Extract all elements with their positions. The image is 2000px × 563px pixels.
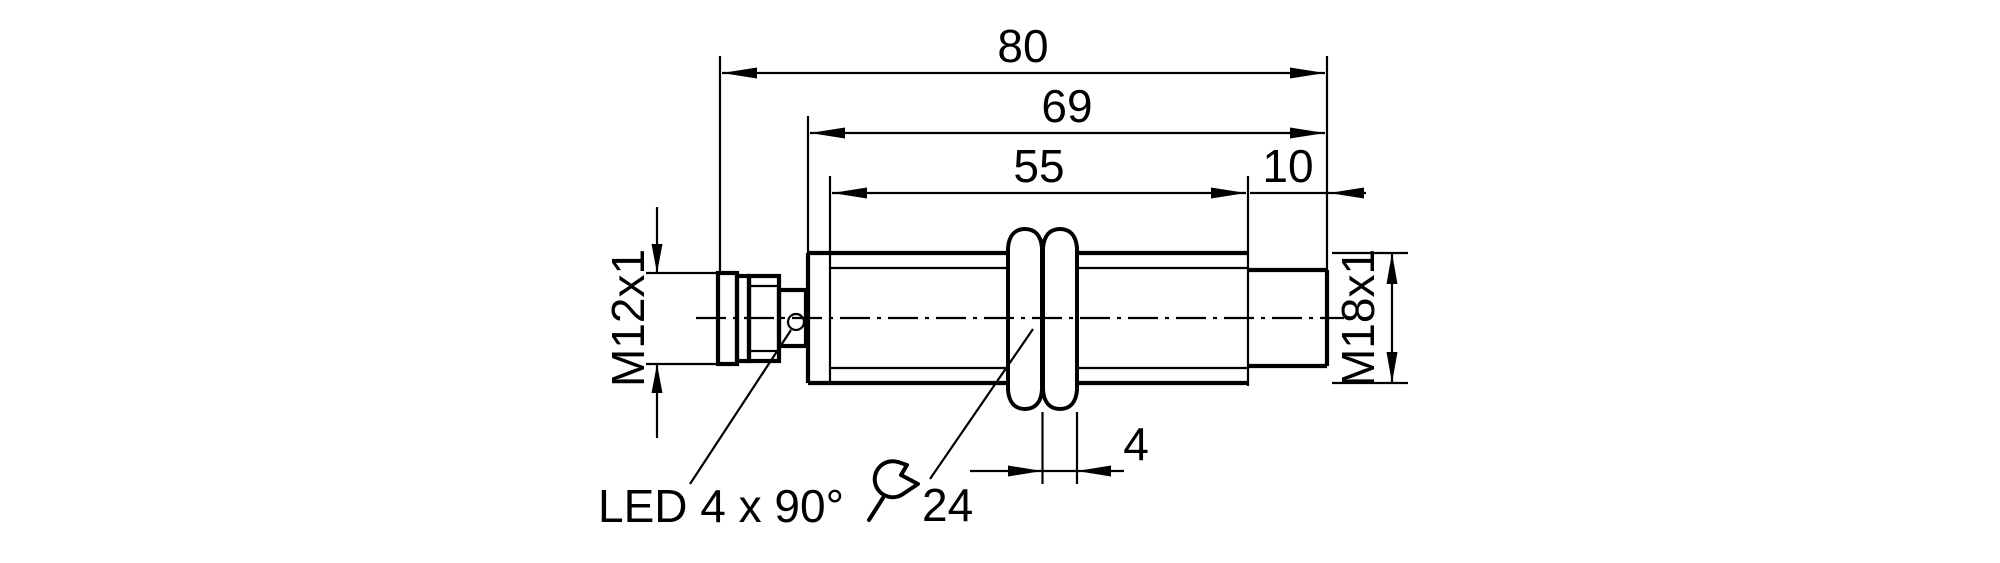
led-leader-line: [689, 329, 792, 485]
arrow-10-right: [1329, 187, 1364, 199]
dimension-labels: 80 69 55 10 4 M12x1 M18x1 LED 4 x 90° 24: [598, 20, 1384, 532]
connector-thread-root-lines: [749, 284, 779, 353]
dim-label-80: 80: [997, 20, 1048, 72]
hex-locknuts: [1006, 227, 1079, 411]
dim-label-55: 55: [1013, 140, 1064, 192]
arrow-55-right: [1211, 187, 1246, 199]
arrow-m18-bottom: [1386, 352, 1398, 383]
locknut-right: [1041, 227, 1079, 411]
wrench-size-label: 24: [922, 479, 973, 531]
wrench-icon: [867, 459, 920, 522]
nut-leader-line: [929, 328, 1034, 480]
led-label: LED 4 x 90°: [598, 480, 844, 532]
arrow-4-right: [1077, 465, 1111, 477]
sensing-nose: [1248, 267, 1330, 369]
arrow-80-right: [1290, 67, 1325, 79]
thread-root-lines: [830, 266, 1248, 370]
sensor-outline: [715, 250, 1330, 386]
arrow-80-left: [722, 67, 757, 79]
dim-label-m18: M18x1: [1332, 249, 1384, 387]
arrow-55-left: [832, 187, 867, 199]
led-indicator: [786, 312, 806, 332]
ext-lines-m12: [646, 271, 724, 366]
arrow-m18-top: [1386, 253, 1398, 284]
arrow-4-left: [1008, 465, 1042, 477]
ext-lines-nut-4: [1041, 412, 1079, 484]
wrench-handle: [867, 496, 885, 522]
arrow-69-right: [1290, 127, 1325, 139]
arrow-m12-top: [651, 244, 663, 273]
dim-label-m12: M12x1: [602, 249, 654, 387]
dim-label-10: 10: [1262, 140, 1313, 192]
ext-lines-m18: [1332, 251, 1408, 385]
arrow-m12-bottom: [651, 364, 663, 393]
wrench-head-arc: [872, 459, 905, 500]
dim-label-4: 4: [1123, 418, 1149, 470]
dimension-lines: [651, 67, 1398, 477]
arrow-69-left: [810, 127, 845, 139]
wrench-jaw: [896, 460, 920, 496]
dim-label-69: 69: [1041, 80, 1092, 132]
